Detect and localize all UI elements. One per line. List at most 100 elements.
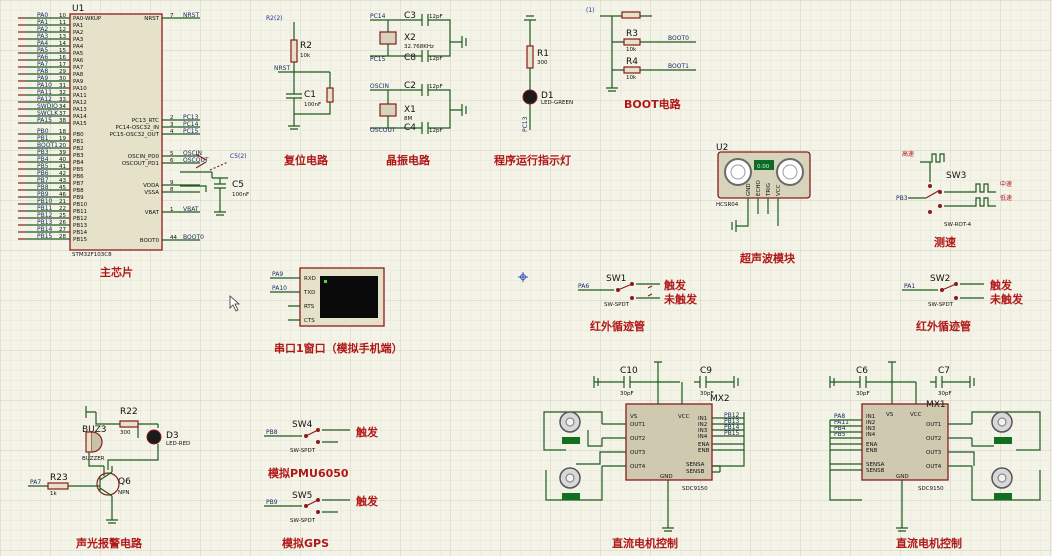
u1-pin-name: BOOT0 <box>140 238 160 244</box>
pmu-switch[interactable]: SW4 PB8 SW-SPDT 触发 <box>264 420 379 454</box>
u1-net-label: OSCOUT <box>183 157 209 164</box>
x1-ref: X1 <box>404 105 416 115</box>
u1-pin-name: VDDA <box>143 183 159 189</box>
u1-pin-number: 16 <box>59 55 66 61</box>
run-led-circuit[interactable]: R1 300 D1 LED-GREEN PC13 <box>522 15 573 132</box>
speed-rotary-switch[interactable]: 高速 中速 低速 SW3 SW-ROT-4 PB3 <box>896 150 1012 228</box>
u1-pin-name: PA15 <box>73 121 87 127</box>
u1-pin-number: 46 <box>59 192 66 198</box>
motor-driver-mx1[interactable]: MX1 SDC9150 IN1IN2IN3IN4ENAENBSENSASENSB… <box>829 361 1041 532</box>
u1-pin-number: 29 <box>59 69 66 75</box>
speed-label-high: 高速 <box>902 150 914 158</box>
d3-ref: D3 <box>166 431 179 441</box>
c6-val: 30pF <box>856 391 870 397</box>
pc13-net: PC13 <box>522 116 529 132</box>
u1-net-label: PC14 <box>183 121 199 128</box>
mx1-pin-name: IN1 <box>866 414 875 420</box>
u1-net-label: PA10 <box>37 82 52 89</box>
uart-screen[interactable] <box>320 276 378 318</box>
mx1-ref: MX1 <box>926 400 946 410</box>
sonar-display: 0.00 <box>757 164 770 170</box>
u1-net-label: PA8 <box>37 68 48 75</box>
u1-pin-number: 27 <box>59 227 66 233</box>
mx1-pin-name: VS <box>886 412 894 418</box>
q6-part: NPN <box>118 490 130 496</box>
c8-ref: C8 <box>404 53 416 63</box>
u1-pin-number: 22 <box>59 206 66 212</box>
u1-pin-number: 34 <box>59 104 66 110</box>
u1-pin-number: 10 <box>59 13 66 19</box>
u1-pin-number: 12 <box>59 27 66 33</box>
u1-pin-number: 6 <box>170 158 174 164</box>
c1-ref: C1 <box>304 90 316 100</box>
reset-circuit[interactable]: R2(2) R2 10k NRST C1 100nF <box>266 15 334 130</box>
u1-pin-number: 21 <box>59 199 66 205</box>
mx2-net-label: PB14 <box>724 424 740 431</box>
u1-pin-name: PB9 <box>73 195 84 201</box>
r3-ref: R3 <box>626 29 638 39</box>
mx2-pin-name: OUT3 <box>630 450 646 456</box>
pmu-on-label: 触发 <box>355 425 379 439</box>
boot-circuit[interactable]: (1) R3 10k R4 10k BOOT0 BOOT1 <box>586 7 696 92</box>
u1-pin-name: PB11 <box>73 209 87 215</box>
u1-net-label: PA4 <box>37 40 48 47</box>
mx1-net-label: PB4 <box>834 425 846 432</box>
c5-capacitor[interactable]: C5 100nF C5(2) <box>180 153 249 216</box>
gps-switch[interactable]: SW5 PB9 SW-SPDT 触发 <box>264 491 379 524</box>
u1-net-label: PC15 <box>183 128 199 135</box>
u1-pin-number: 45 <box>59 185 66 191</box>
ir-switch-2[interactable]: SW2 PA1 SW-SPDT 触发 未触发 <box>902 274 1024 308</box>
u1-pin-number: 7 <box>170 13 174 19</box>
ir-switch-1[interactable]: SW1 PA6 SW-SPDT 触发 未触发 <box>578 274 698 308</box>
mx2-pin-name: SENSA <box>686 462 705 468</box>
u1-pin-number: 1 <box>170 207 174 213</box>
u1-pin-number: 38 <box>59 118 66 124</box>
u1-net-label: PB6 <box>37 170 49 177</box>
sonar-part: HCSR04 <box>716 202 739 208</box>
x1-val: 8M <box>404 116 412 122</box>
u1-net-label: BOOT0 <box>183 234 204 241</box>
u1-pin-name: PA1 <box>73 23 83 29</box>
u1-pin-name: PA11 <box>73 93 87 99</box>
u1-pin-number: 20 <box>59 143 66 149</box>
u1-pin-name: PB8 <box>73 188 84 194</box>
u1-pin-number: 15 <box>59 48 66 54</box>
uart-pin-label: TXD <box>303 290 315 296</box>
u1-pin-name: OSCIN_PD0 <box>128 154 160 160</box>
mx2-pin-name: GND <box>660 474 673 480</box>
u1-pin-number: 3 <box>170 122 174 128</box>
mx2-pin-name: ENB <box>698 448 710 454</box>
u1-pin-number: 30 <box>59 76 66 82</box>
u1-pin-name: PB7 <box>73 181 84 187</box>
mx2-pin-name: OUT2 <box>630 436 645 442</box>
mx1-net-label: PA11 <box>834 419 849 426</box>
title-motor2: 直流电机控制 <box>896 536 962 550</box>
buzzer-alarm-circuit[interactable]: BUZ3 R22 300 D3 LED-RED PA7 R23 1k Q6 NP… <box>28 406 190 524</box>
u1-net-label: SWCLK <box>37 110 59 117</box>
mx2-part: SDC9150 <box>682 486 708 492</box>
u1-net-label: NRST <box>183 12 199 19</box>
sw5-ref: SW5 <box>292 491 312 501</box>
crystal-circuit[interactable]: PC14 PC15 C3 12pF X2 32.768KHz C8 12pF O… <box>370 11 467 134</box>
mx1-pin-name: OUT4 <box>926 464 942 470</box>
u1-pin-name: VSSA <box>144 190 159 196</box>
u1-pin-number: 40 <box>59 157 66 163</box>
pb9-net: PB9 <box>266 499 278 506</box>
r1-ref: R1 <box>537 49 549 59</box>
d3-val: LED-RED <box>166 441 190 447</box>
u1-pin-number: 37 <box>59 111 66 117</box>
u1-net-label: PB9 <box>37 191 49 198</box>
u1-pin-name: PB10 <box>73 202 88 208</box>
u1-pin-number: 41 <box>59 164 66 170</box>
pa10-net: PA10 <box>272 285 287 292</box>
pb8-net: PB8 <box>266 429 278 436</box>
u1-pin-number: 4 <box>170 129 174 135</box>
title-gps: 模拟GPS <box>282 536 329 550</box>
u1-pin-name: PB5 <box>73 167 84 173</box>
u1-pin-number: 18 <box>59 129 66 135</box>
u1-pin-name: PB0 <box>73 132 84 138</box>
